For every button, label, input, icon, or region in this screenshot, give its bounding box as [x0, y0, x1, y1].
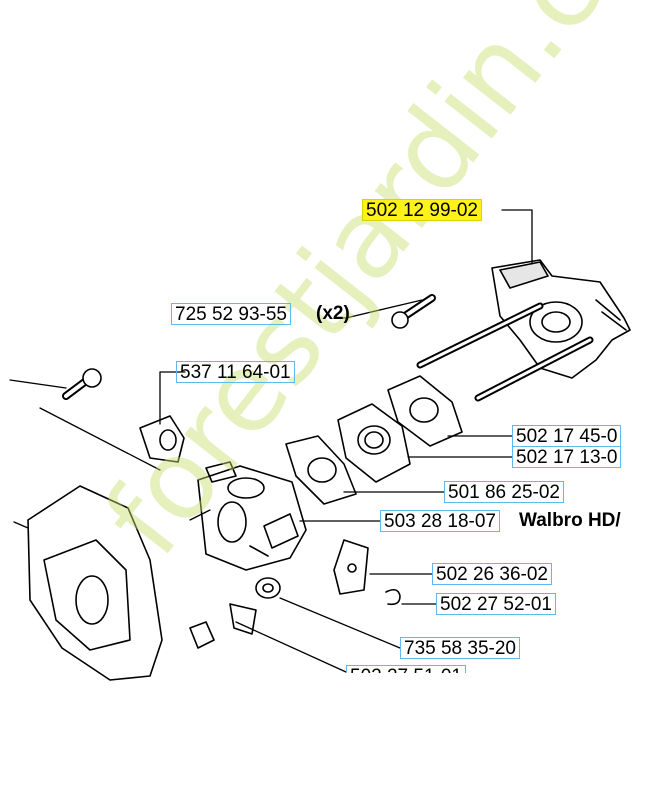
leader-lines — [9, 209, 533, 673]
air-filter-holder-drawing — [491, 259, 631, 379]
carburetor-brand: Walbro HD/ — [519, 510, 621, 531]
engine-cover-drawing — [27, 485, 163, 681]
label-choke-part[interactable]: 537 11 64-01 — [176, 361, 295, 383]
label-carburetor[interactable]: 503 28 18-07 — [380, 510, 500, 532]
label-flange[interactable]: 502 17 13-0 — [512, 446, 622, 468]
stud-drawing — [416, 302, 594, 402]
label-throttle-lever[interactable]: 502 26 36-02 — [432, 563, 552, 585]
gasket-outer-drawing — [387, 375, 463, 447]
label-gasket-outer[interactable]: 502 17 45-0 — [512, 425, 622, 447]
choke-lever-drawing — [189, 603, 257, 649]
label-choke-lever[interactable]: 502 27 51-01 — [346, 665, 466, 673]
label-choke-lever-clip: 502 27 51-01 — [346, 665, 484, 673]
gasket-inner-drawing — [285, 435, 357, 505]
throttle-lever-drawing — [333, 539, 369, 595]
label-spacer[interactable]: 735 58 35-20 — [400, 637, 520, 659]
label-gasket-inner[interactable]: 501 86 25-02 — [444, 481, 564, 503]
screw-drawing — [391, 294, 436, 329]
flange-drawing — [337, 403, 411, 483]
label-screw[interactable]: 725 52 93-55 — [171, 303, 291, 325]
carburetor-drawing — [197, 461, 307, 571]
label-air-filter-holder[interactable]: 502 12 99-02 — [362, 199, 482, 221]
label-throttle-link[interactable]: 502 27 52-01 — [436, 593, 556, 615]
choke-part-drawing — [139, 415, 185, 463]
throttle-link-drawing — [385, 588, 401, 606]
spacer-drawing — [255, 577, 281, 599]
bolt-left-drawing — [62, 368, 102, 400]
screw-quantity: (x2) — [316, 303, 350, 324]
